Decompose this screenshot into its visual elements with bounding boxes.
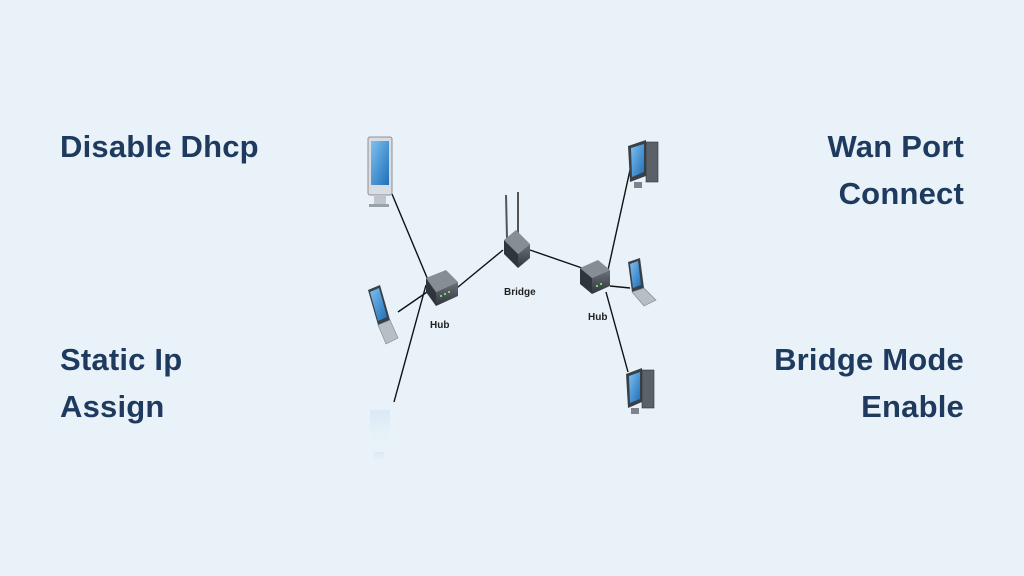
laptop-icon (628, 258, 657, 307)
desktop-computer-icon (628, 140, 659, 188)
desktop-monitor-icon (367, 136, 393, 207)
label-line: Enable (861, 389, 964, 424)
bridge-router-icon (504, 192, 530, 268)
label-line: Assign (60, 389, 165, 424)
cable (451, 249, 504, 293)
laptop-icon (368, 285, 399, 345)
cable (391, 193, 429, 281)
label-line: Disable Dhcp (60, 129, 259, 164)
cable (529, 249, 583, 269)
label-line: Connect (838, 176, 964, 211)
desktop-computer-icon (626, 368, 655, 414)
label-bridge-mode-enable: Bridge Mode Enable (774, 336, 964, 430)
faded-monitor-icon (370, 410, 390, 464)
hub-right-icon (580, 260, 610, 294)
cable (393, 284, 427, 403)
bridge-label: Bridge (504, 287, 536, 298)
label-line: Wan Port (827, 129, 964, 164)
hub-right-label: Hub (588, 312, 607, 323)
label-line: Static Ip (60, 342, 183, 377)
label-static-ip-assign: Static Ip Assign (60, 336, 182, 430)
cable (397, 289, 431, 313)
cable (607, 169, 631, 271)
cable (605, 291, 629, 373)
label-disable-dhcp: Disable Dhcp (60, 123, 259, 170)
label-line: Bridge Mode (774, 342, 964, 377)
hub-left-icon (426, 270, 458, 306)
label-wan-port-connect: Wan Port Connect (828, 123, 965, 217)
hub-left-label: Hub (430, 320, 449, 331)
cables (391, 169, 631, 403)
network-bridge-diagram: Hub Bridge Hub (367, 136, 659, 464)
cable (609, 285, 631, 289)
